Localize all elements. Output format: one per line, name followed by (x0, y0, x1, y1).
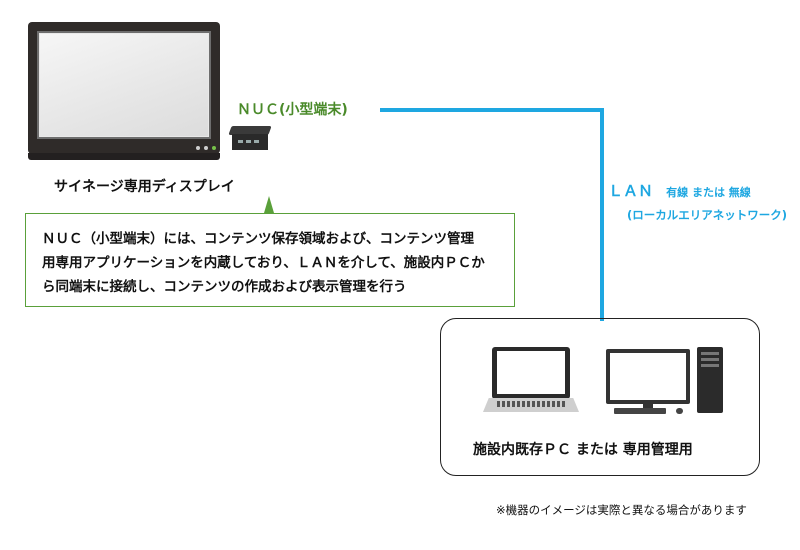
nuc-port (254, 140, 259, 143)
tower-bay (701, 364, 719, 367)
display-led (196, 146, 200, 150)
tower-bay (701, 358, 719, 361)
desktop-monitor-screen (610, 353, 686, 400)
monitor-neck (643, 404, 653, 409)
pc-group-box (440, 318, 760, 476)
tower-bay (701, 352, 719, 355)
pc-caption: 施設内既存ＰＣ または 専用管理用 (473, 442, 693, 458)
display-led (212, 146, 216, 150)
nuc-device (228, 126, 272, 152)
nuc-port (238, 140, 243, 143)
callout-line: ら同端末に接続し、コンテンツの作成および表示管理を行う (42, 279, 407, 295)
lan-line-vertical (600, 108, 604, 321)
signage-caption: サイネージ専用ディスプレイ (54, 179, 235, 195)
lan-heading: ＬＡＮ 有線 または 無線 (608, 180, 751, 201)
disclaimer: ※機器のイメージは実際と異なる場合があります (496, 503, 747, 517)
callout-box: ＮＵＣ（小型端末）には、コンテンツ保存領域および、コンテンツ管理 用専用アプリケ… (25, 213, 515, 307)
lan-subtitle: (ローカルエリアネットワーク) (627, 208, 788, 222)
display-screen-shine (40, 34, 208, 136)
nuc-port (246, 140, 251, 143)
lan-types: 有線 または 無線 (666, 186, 751, 199)
lan-line-horizontal (380, 108, 604, 112)
laptop-keyboard (497, 401, 565, 407)
signage-display (28, 22, 220, 160)
lan-title: ＬＡＮ (608, 182, 654, 200)
nuc-label: ＮＵＣ(小型端末) (237, 102, 348, 118)
callout-line: 用専用アプリケーションを内蔵しており、ＬＡＮを介して、施設内ＰＣか (42, 255, 485, 271)
mouse-icon (676, 408, 683, 414)
display-led (204, 146, 208, 150)
keyboard-icon (614, 408, 666, 414)
desktop-tower-icon (697, 347, 723, 413)
laptop-screen (497, 351, 565, 394)
callout-pointer (264, 196, 274, 213)
callout-line: ＮＵＣ（小型端末）には、コンテンツ保存領域および、コンテンツ管理 (42, 231, 474, 247)
display-base (28, 153, 220, 160)
